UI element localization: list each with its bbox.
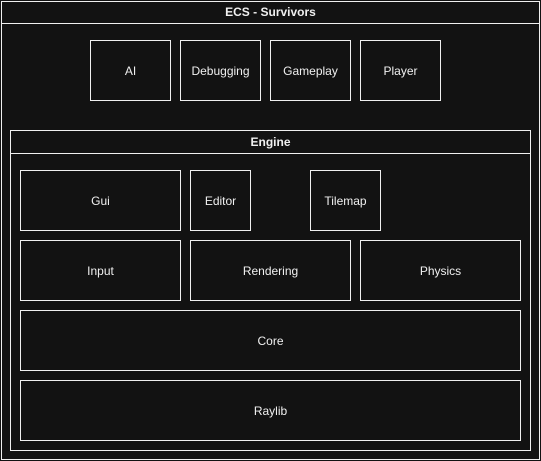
module-gameplay: Gameplay: [270, 40, 351, 101]
engine-title: Engine: [250, 135, 291, 149]
module-gameplay-label: Gameplay: [283, 63, 338, 78]
module-tilemap: Tilemap: [310, 170, 381, 231]
module-rendering-label: Rendering: [242, 263, 299, 278]
module-input-label: Input: [87, 263, 114, 278]
module-ai-label: AI: [124, 63, 137, 78]
module-tilemap-label: Tilemap: [324, 193, 367, 208]
module-input: Input: [20, 240, 181, 301]
module-gui: Gui: [20, 170, 181, 231]
module-core-label: Core: [257, 333, 284, 348]
module-raylib: Raylib: [20, 380, 521, 441]
module-rendering: Rendering: [190, 240, 351, 301]
module-ai: AI: [90, 40, 171, 101]
module-editor-label: Editor: [204, 193, 237, 208]
module-debugging-label: Debugging: [191, 63, 250, 78]
module-core: Core: [20, 310, 521, 371]
ecs-survivors-title-bar: ECS - Survivors: [2, 2, 539, 24]
module-physics-label: Physics: [419, 263, 462, 278]
module-gui-label: Gui: [91, 193, 110, 208]
module-debugging: Debugging: [180, 40, 261, 101]
module-editor: Editor: [190, 170, 251, 231]
module-player: Player: [360, 40, 441, 101]
module-raylib-label: Raylib: [253, 403, 288, 418]
ecs-survivors-title: ECS - Survivors: [225, 5, 316, 19]
module-player-label: Player: [383, 63, 418, 78]
module-physics: Physics: [360, 240, 521, 301]
engine-title-bar: Engine: [11, 131, 530, 154]
